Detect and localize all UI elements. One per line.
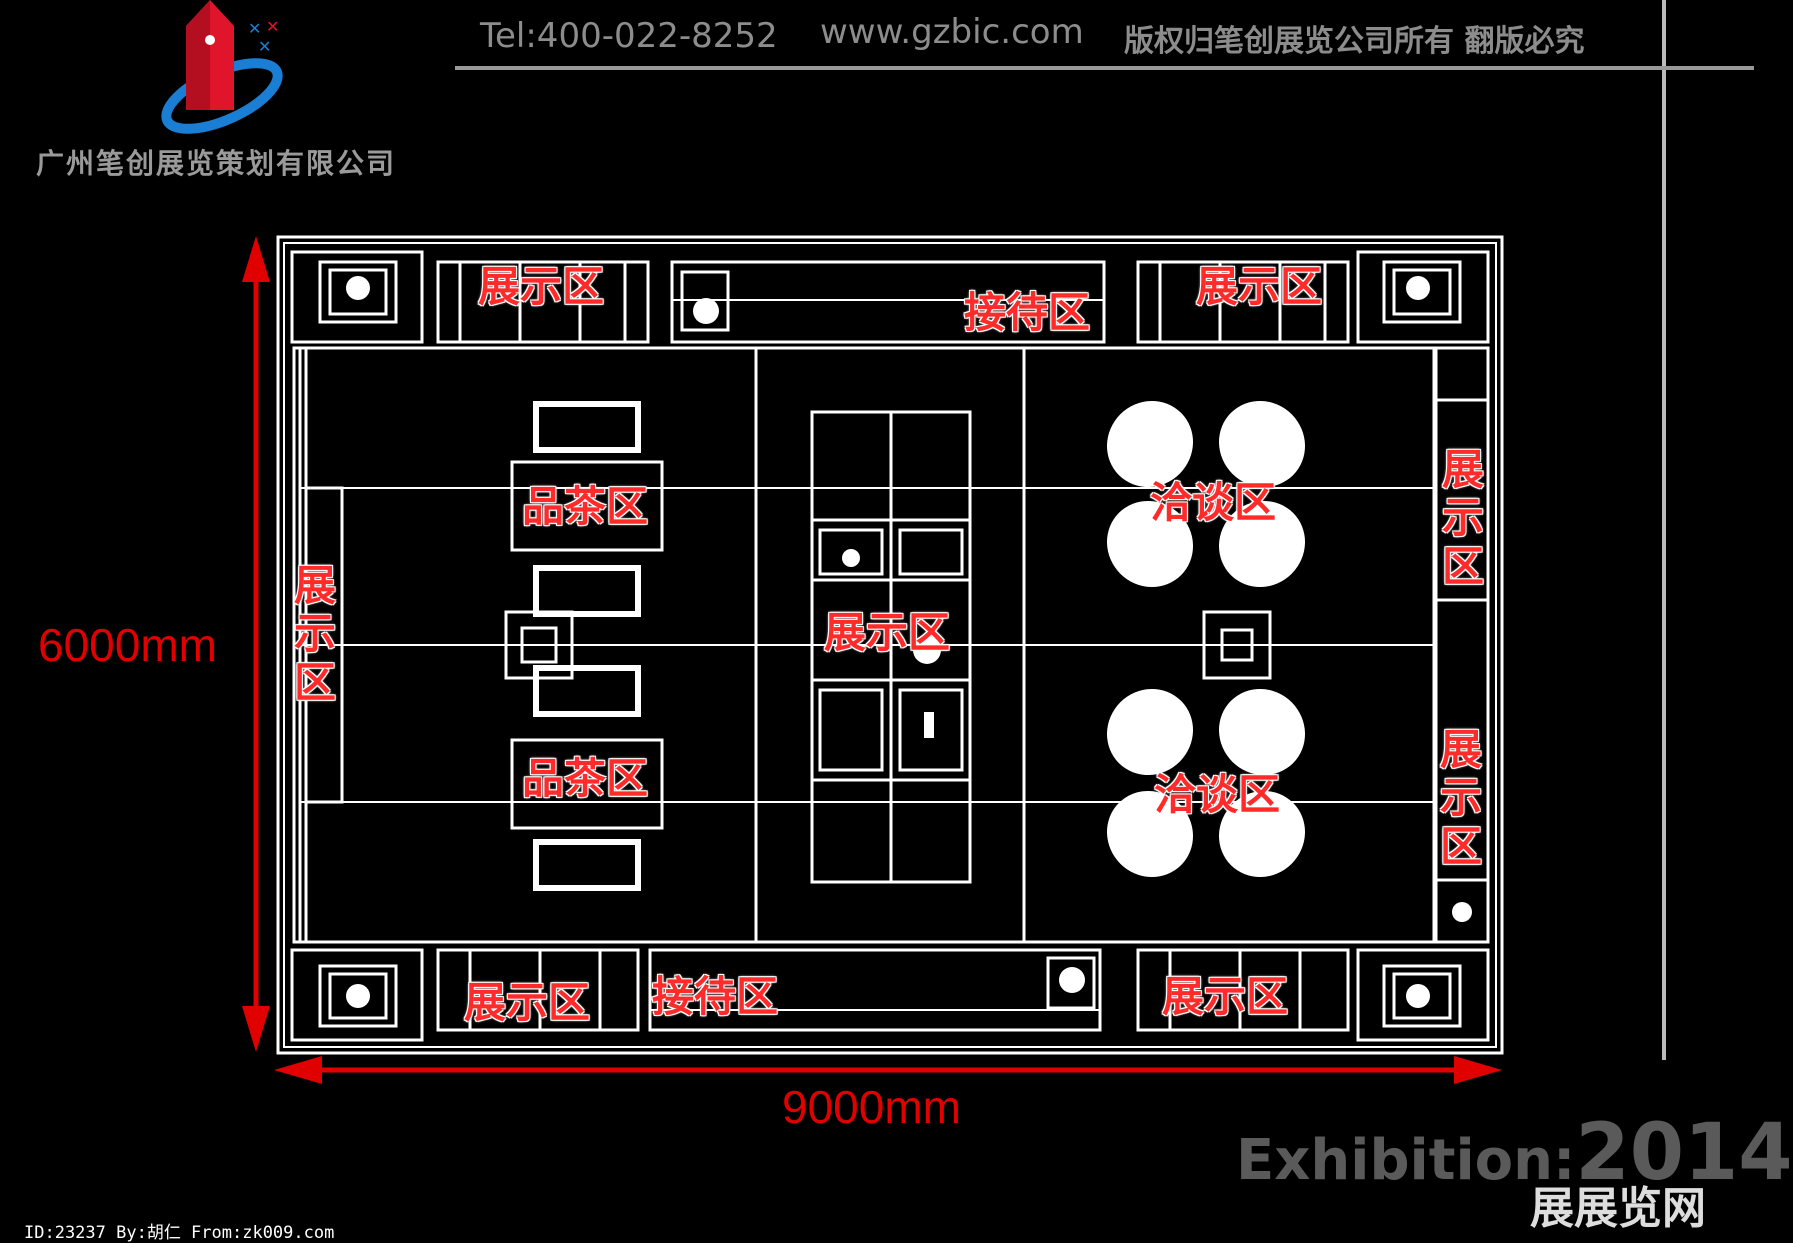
zone-label-reception-bottom: 接待区 (652, 972, 779, 1021)
zone-label-display-right-upper: 展示区 (1441, 445, 1484, 591)
exhibition-year: 2014 (1575, 1108, 1793, 1198)
svg-text:✕: ✕ (258, 37, 271, 56)
exhibition-text: Exhibition: (1236, 1128, 1576, 1193)
zone-label-display-left: 展示区 (293, 561, 336, 707)
exhibition-label: Exhibition:2014 (1236, 1108, 1793, 1198)
zone-label-display-bottom-left: 展示区 (464, 978, 591, 1027)
zone-label-display-bottom-right: 展示区 (1162, 972, 1289, 1021)
zone-label-display-center: 展示区 (824, 608, 951, 657)
header-tel: Tel:400-022-8252 (480, 16, 778, 56)
zone-label-tea-upper: 品茶区 (522, 482, 649, 531)
company-logo-icon: ✕ ✕ ✕ (161, 0, 283, 134)
svg-text:✕: ✕ (248, 19, 261, 38)
zone-label-negotiation-upper: 洽谈区 (1150, 478, 1277, 527)
company-name: 广州笔创展览策划有限公司 (36, 147, 397, 180)
watermark: 展展览网 (1530, 1183, 1706, 1234)
height-dimension-label: 6000mm (38, 619, 217, 671)
zone-label-reception-top: 接待区 (964, 288, 1091, 337)
zone-label-display-top-left: 展示区 (478, 262, 605, 311)
svg-text:✕: ✕ (266, 17, 279, 36)
zone-label-display-right-lower: 展示区 (1439, 725, 1482, 871)
footer-meta: ID:23237 By:胡仁 From:zk009.com (24, 1223, 335, 1243)
floor-plan (242, 0, 1754, 1084)
zone-label-tea-lower: 品茶区 (522, 754, 649, 803)
zone-label-negotiation-lower: 洽谈区 (1154, 770, 1281, 819)
header-copyright: 版权归笔创展览公司所有 翻版必究 (1124, 24, 1585, 59)
zone-label-display-top-right: 展示区 (1196, 262, 1323, 311)
width-dimension-label: 9000mm (782, 1081, 961, 1133)
header-website: www.gzbic.com (820, 12, 1084, 52)
